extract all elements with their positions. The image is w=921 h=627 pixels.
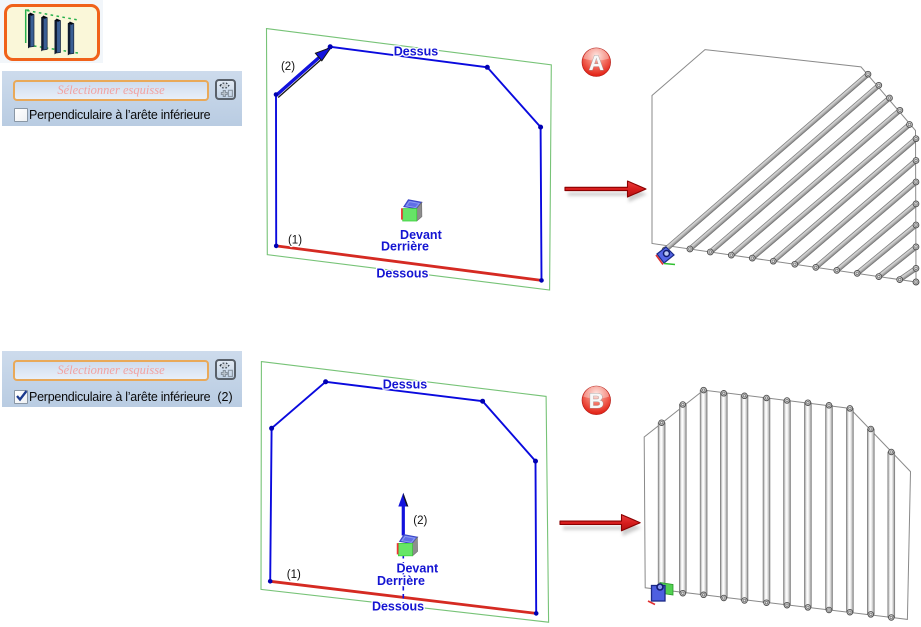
perpendicular-checkbox[interactable] — [14, 390, 28, 404]
rib-feature-button[interactable] — [4, 4, 100, 61]
label-devant-a: Devant — [400, 228, 443, 242]
select-sketch-input[interactable] — [13, 360, 209, 381]
select-sketch-input[interactable] — [13, 80, 209, 101]
label-dessus-a: Dessus — [394, 44, 439, 58]
badge-a-letter: A — [589, 52, 604, 75]
property-panel-a: Perpendiculaire à l’arête inférieure — [2, 71, 242, 126]
label-dessous-a: Dessous — [376, 267, 428, 281]
base-edge-a — [276, 244, 542, 282]
result-b-ribs — [657, 386, 896, 621]
perpendicular-checkbox-label: Perpendiculaire à l’arête inférieure — [29, 108, 211, 122]
transform-arrow-a — [564, 180, 647, 203]
origin-marker-b — [647, 582, 674, 606]
badge-b-letter: B — [589, 390, 604, 413]
checkbox-suffix: (2) — [217, 390, 233, 404]
label-devant-b: Devant — [396, 561, 439, 575]
perpendicular-checkbox[interactable] — [14, 108, 28, 122]
label-2-b: (2) — [413, 515, 427, 527]
select-sketch-icon — [219, 362, 233, 378]
rib-pattern-icon — [24, 9, 79, 56]
origin-triad-b — [396, 534, 419, 557]
selection-options-button[interactable] — [215, 79, 236, 100]
transform-arrow-b — [559, 514, 642, 536]
badge-b: B — [581, 385, 611, 415]
profile-vertices-a — [273, 44, 544, 283]
selection-options-button[interactable] — [215, 359, 236, 380]
result-a-ribs — [661, 70, 920, 286]
label-derriere-a: Derrière — [381, 240, 429, 254]
profile-vertices-b — [267, 379, 539, 616]
sketch-a: Dessus (2) (1) Devant Derrière Dessous — [265, 27, 552, 291]
sketch-plane-b — [260, 360, 550, 623]
label-1-b: (1) — [287, 569, 301, 581]
result-a — [651, 49, 920, 286]
slats — [28, 12, 75, 56]
result-b — [643, 386, 912, 621]
badge-a: A — [581, 47, 611, 77]
perpendicular-checkbox-label: Perpendiculaire à l’arête inférieure — [29, 390, 211, 404]
label-dessous-b: Dessous — [372, 599, 424, 613]
sketch-plane-a — [265, 27, 552, 291]
label-derriere-b: Derrière — [377, 574, 425, 588]
property-panel-b: Perpendiculaire à l’arête inférieure (2) — [2, 351, 242, 407]
label-1-a: (1) — [288, 234, 302, 246]
label-2-a: (2) — [281, 61, 295, 73]
direction-arrow-a — [275, 46, 333, 98]
label-dessus-b: Dessus — [383, 378, 428, 392]
check-icon — [16, 390, 28, 402]
direction-arrow-b — [398, 492, 409, 536]
select-sketch-icon — [219, 82, 233, 98]
profile-b — [269, 380, 538, 614]
origin-triad-a — [401, 199, 423, 222]
origin-marker-a — [655, 246, 676, 266]
profile-a — [275, 45, 543, 281]
sketch-b: Dessus (2) (1) Devant Derrière Dessous — [260, 360, 550, 623]
